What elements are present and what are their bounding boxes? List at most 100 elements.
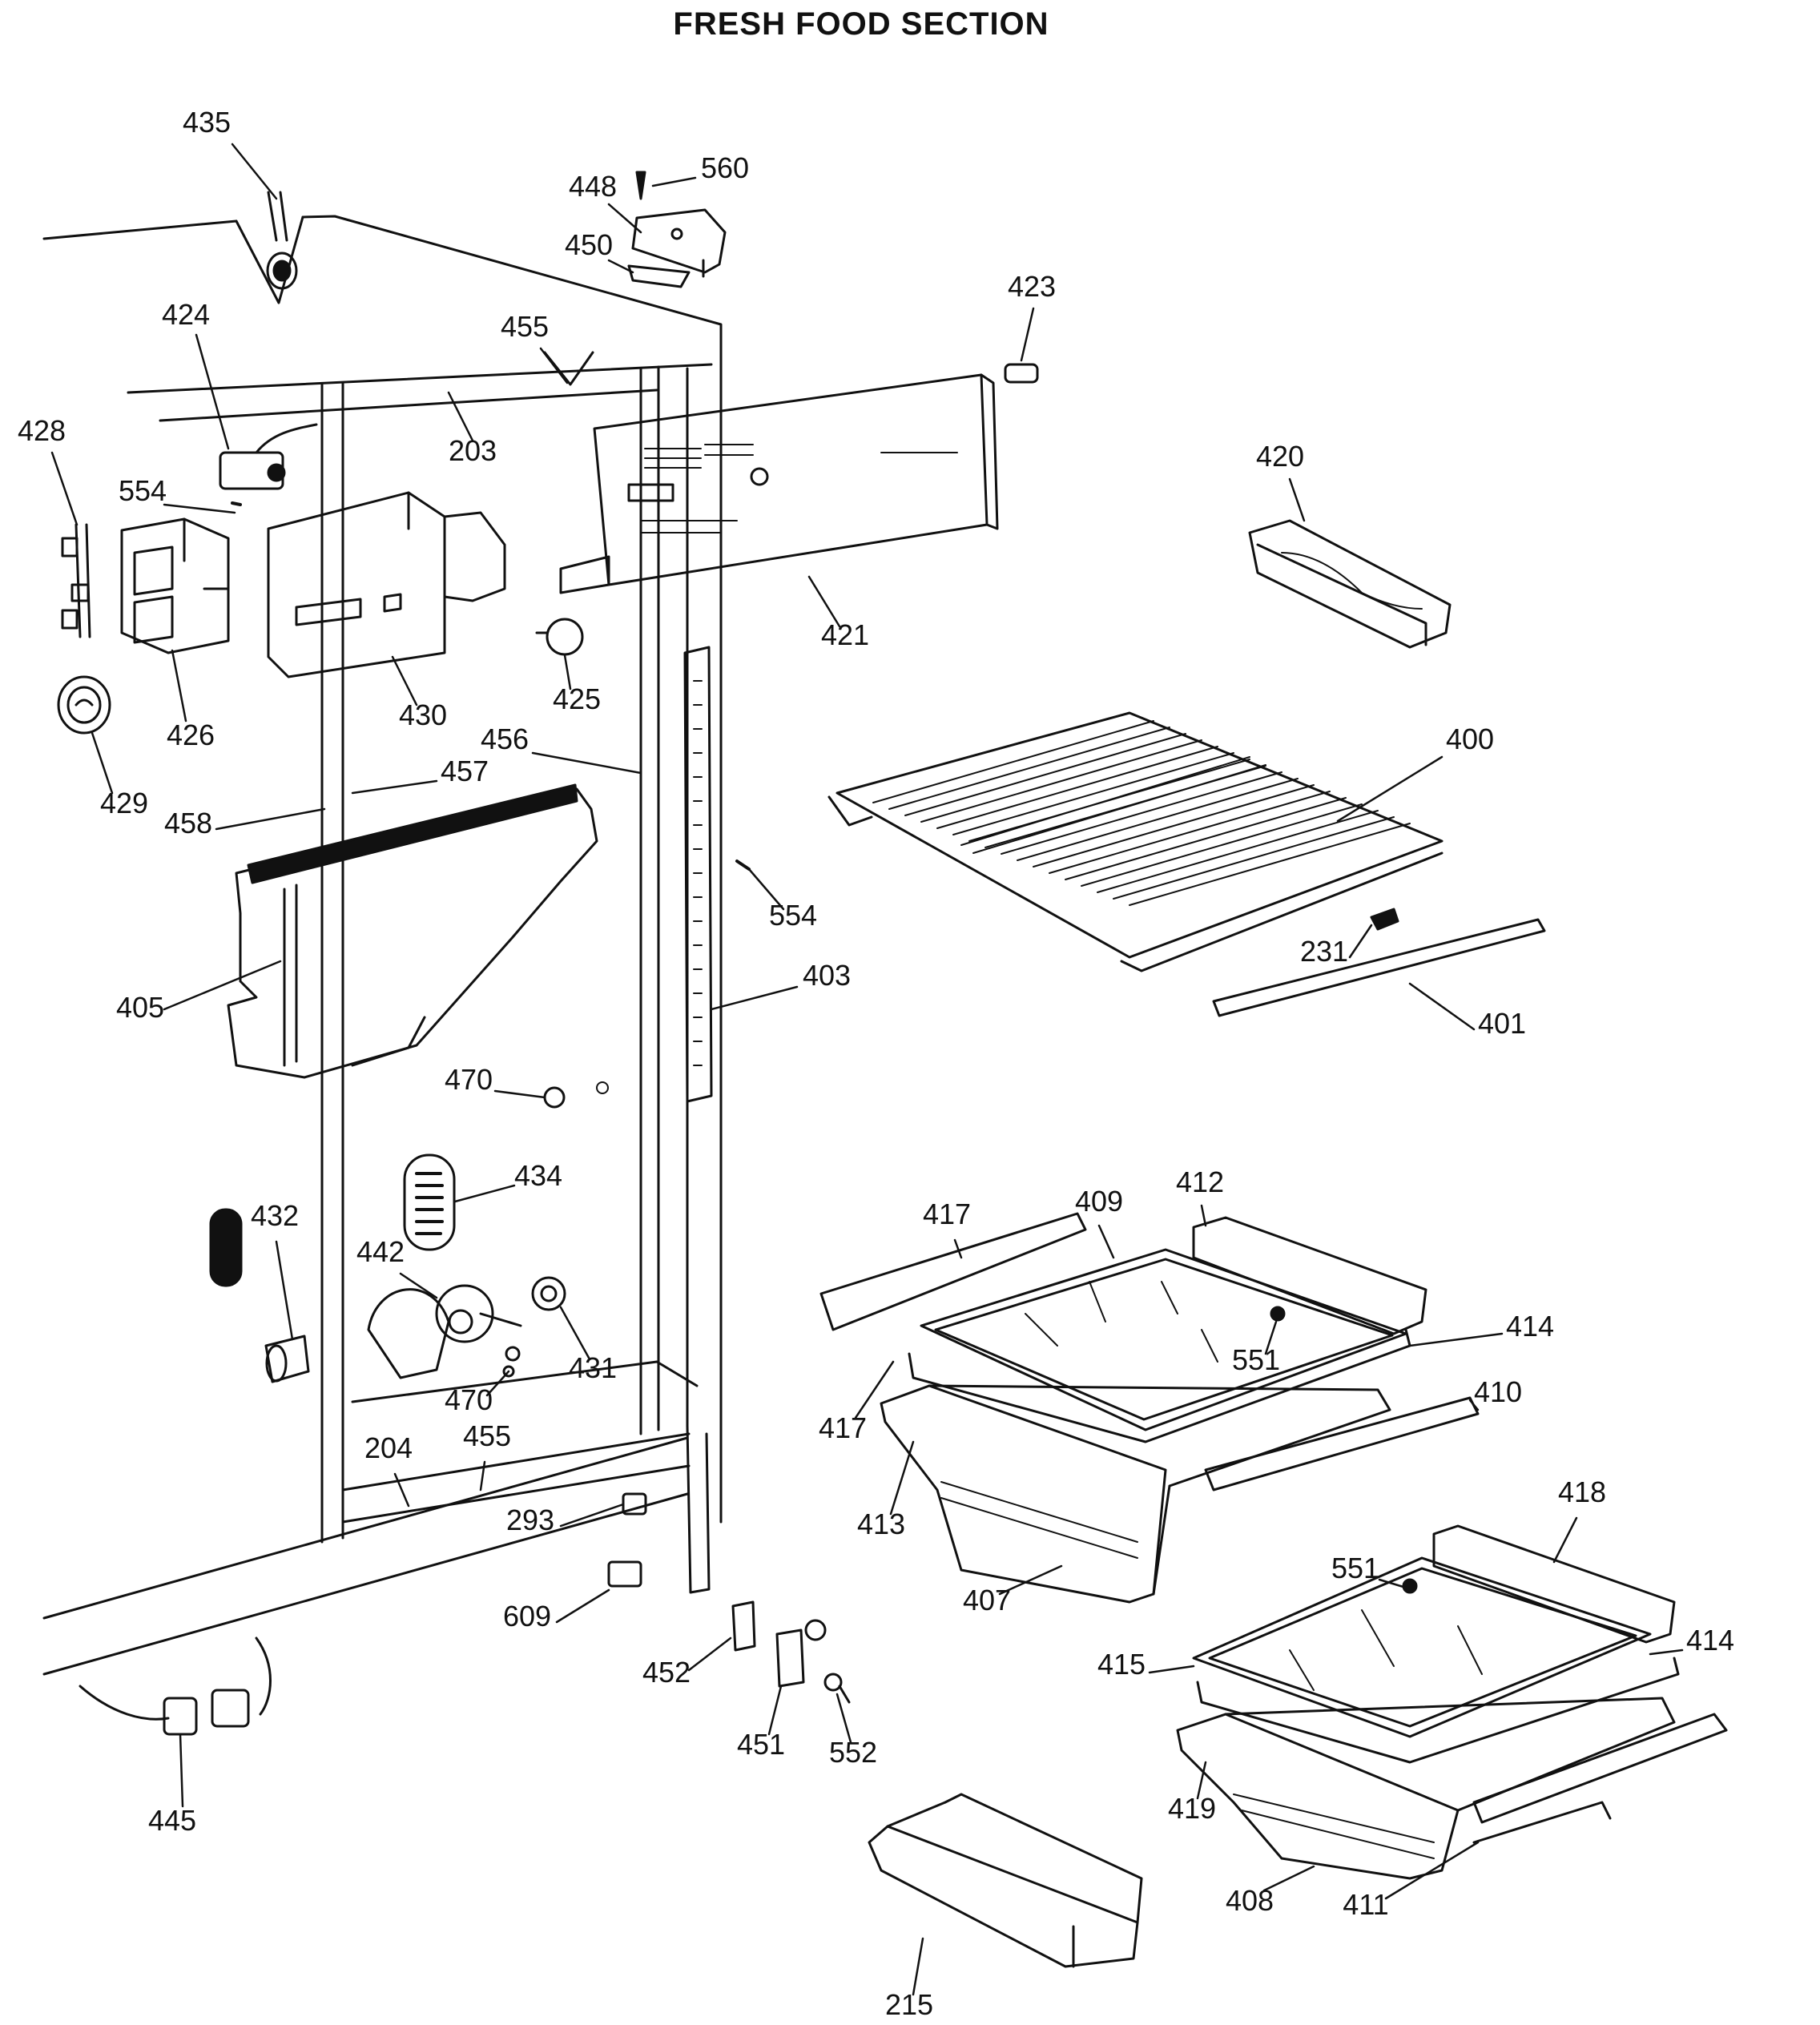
part-label-425: 425	[553, 682, 601, 715]
part-417-rail	[819, 1212, 1087, 1331]
part-552-screw	[823, 1673, 851, 1704]
part-434-vent	[403, 1153, 456, 1251]
part-423-cap	[1004, 363, 1039, 384]
part-429-dial	[57, 675, 111, 735]
part-label-412: 412	[1176, 1165, 1224, 1198]
part-label-293: 293	[506, 1504, 554, 1536]
leader-line-429	[91, 731, 114, 795]
part-408-crisper-drawer	[1176, 1697, 1676, 1880]
part-label-452: 452	[642, 1656, 691, 1689]
leader-line-293	[559, 1503, 625, 1528]
part-415-glass-cover	[1192, 1556, 1652, 1738]
part-470-plug	[502, 1081, 609, 1378]
part-label-470a: 470	[445, 1063, 493, 1096]
leader-line-554a	[163, 503, 236, 514]
part-label-419: 419	[1168, 1792, 1216, 1825]
leader-line-215	[912, 1937, 924, 1996]
part-445-harness	[79, 1637, 272, 1736]
part-label-455b: 455	[463, 1419, 511, 1452]
part-label-448: 448	[569, 170, 617, 203]
part-label-411: 411	[1343, 1888, 1388, 1921]
part-label-609: 609	[503, 1600, 551, 1632]
part-421-control-panel	[559, 373, 999, 594]
part-418-rail	[1432, 1524, 1676, 1644]
part-424-thermostat	[219, 423, 318, 490]
part-label-442: 442	[356, 1235, 405, 1268]
leader-line-430	[391, 655, 418, 707]
part-label-435: 435	[183, 106, 231, 139]
leader-line-457	[351, 779, 438, 795]
leader-line-425	[563, 654, 572, 690]
leader-line-421	[807, 575, 841, 628]
part-401-trim	[1212, 918, 1546, 1017]
part-label-407: 407	[963, 1584, 1011, 1616]
part-452-plate	[731, 1600, 756, 1652]
part-label-413: 413	[857, 1508, 905, 1540]
part-label-450: 450	[565, 228, 613, 261]
part-430-control-housing	[267, 491, 506, 678]
part-label-417a: 417	[923, 1198, 971, 1230]
leader-line-401	[1408, 982, 1476, 1031]
part-label-400: 400	[1446, 723, 1494, 755]
part-label-560: 560	[701, 151, 749, 184]
leader-line-435	[231, 143, 278, 200]
part-label-430: 430	[399, 698, 447, 731]
leader-line-551a	[1264, 1320, 1278, 1355]
part-412-rail	[1192, 1216, 1427, 1335]
leader-line-424	[195, 333, 230, 450]
part-420-bin	[1248, 519, 1452, 649]
leader-line-442	[399, 1272, 438, 1299]
part-407-crisper-drawer	[880, 1384, 1391, 1604]
leader-line-411	[1384, 1841, 1480, 1900]
part-426-duct	[120, 517, 230, 654]
part-448-hinge	[627, 171, 727, 288]
part-label-423: 423	[1008, 270, 1056, 303]
leader-line-423	[1020, 307, 1035, 362]
part-label-434: 434	[514, 1159, 562, 1192]
leader-line-420	[1288, 477, 1306, 522]
leader-line-414b	[1649, 1649, 1684, 1656]
part-label-426: 426	[167, 719, 215, 751]
part-label-458: 458	[164, 807, 212, 839]
leader-line-445	[179, 1733, 184, 1808]
leader-line-432	[275, 1240, 294, 1341]
leader-line-434	[453, 1184, 516, 1203]
part-label-408: 408	[1226, 1884, 1274, 1917]
leader-line-231	[1348, 924, 1373, 959]
part-414b-frame	[1196, 1657, 1680, 1764]
part-label-415: 415	[1097, 1648, 1146, 1681]
leader-line-551b	[1378, 1578, 1407, 1589]
part-425-button	[535, 618, 584, 656]
part-label-457: 457	[441, 755, 489, 787]
shelf-wires	[872, 720, 1411, 906]
part-label-204: 204	[364, 1431, 413, 1464]
part-label-215: 215	[885, 1988, 933, 2021]
part-label-551b: 551	[1331, 1552, 1379, 1584]
leader-line-405	[163, 960, 282, 1011]
part-409-glass-cover	[920, 1248, 1407, 1431]
part-451-bracket	[775, 1619, 827, 1688]
leader-line-456	[531, 751, 642, 775]
part-431-knob	[531, 1276, 566, 1311]
part-label-451: 451	[737, 1728, 785, 1761]
leader-line-431	[559, 1306, 590, 1359]
part-label-552: 552	[829, 1736, 877, 1769]
leader-line-410	[1468, 1399, 1480, 1411]
leader-line-204	[393, 1472, 410, 1508]
part-label-203: 203	[449, 434, 497, 467]
part-554-screws	[231, 501, 751, 871]
part-215-door-bin	[868, 1793, 1143, 1968]
part-label-410: 410	[1474, 1375, 1522, 1408]
leader-line-413	[889, 1440, 915, 1516]
part-label-417b: 417	[819, 1411, 867, 1444]
leader-line-403	[710, 985, 799, 1011]
part-label-403: 403	[803, 959, 851, 992]
leader-line-400	[1336, 755, 1444, 823]
part-405-drawer	[227, 783, 598, 1079]
leader-line-414a	[1408, 1332, 1504, 1347]
part-428-switch	[61, 523, 91, 638]
part-label-455a: 455	[501, 310, 549, 343]
leader-line-408	[1262, 1865, 1315, 1892]
part-411-handle	[1472, 1713, 1728, 1844]
